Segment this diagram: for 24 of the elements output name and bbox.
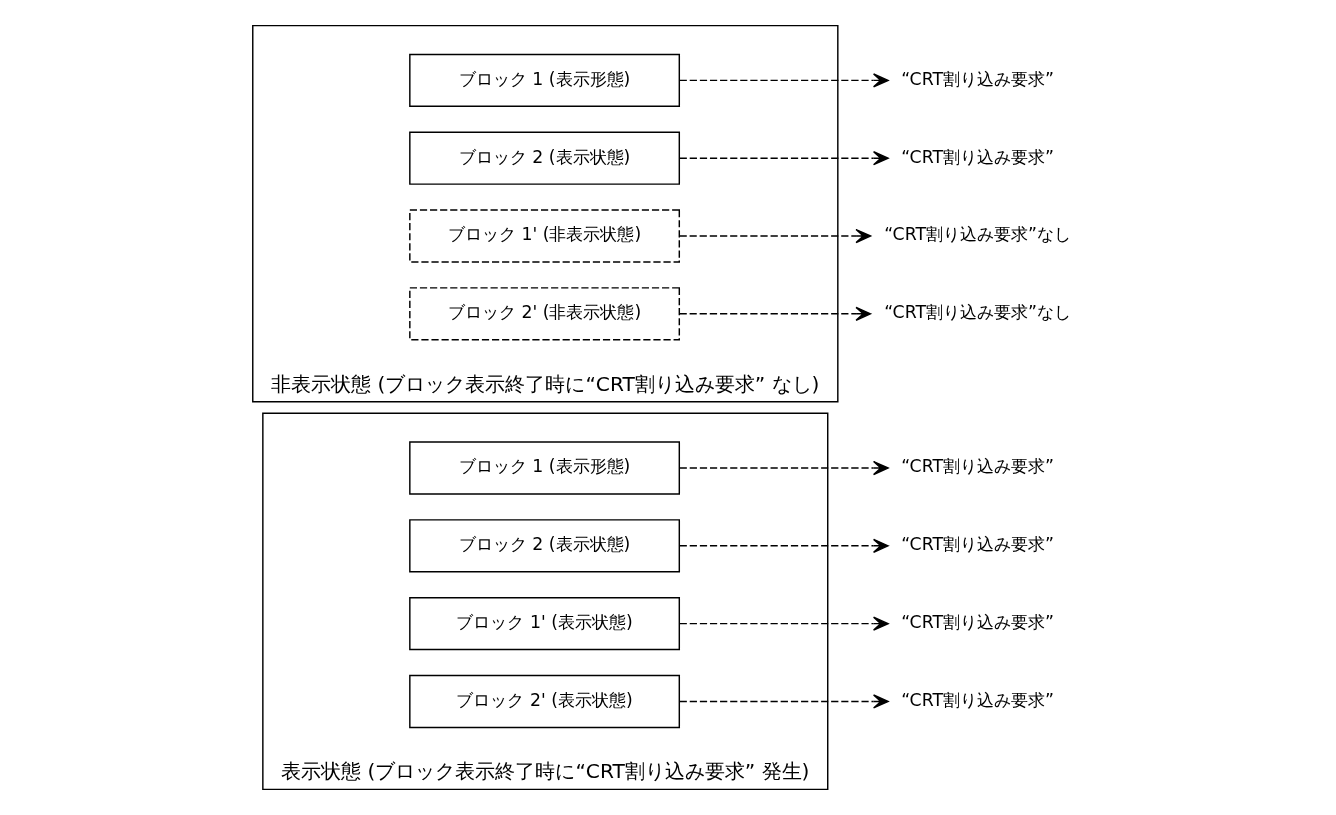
arrow xyxy=(678,228,871,244)
node-text: “CRT割り込み要求” xyxy=(900,68,1054,89)
node-box: ブロック 2' (非表示状態) xyxy=(408,287,680,341)
node-box: ブロック 1' (非表示状態) xyxy=(408,209,680,263)
arrow xyxy=(678,616,889,631)
node-box: ブロック 1' (表示状態) xyxy=(408,597,680,651)
node-text: “CRT割り込み要求”なし xyxy=(883,224,1071,245)
arrow xyxy=(678,306,871,322)
node-box: ブロック 2' (表示状態) xyxy=(408,674,680,729)
arrow xyxy=(678,73,889,88)
node-box: ブロック 2 (表示状態) xyxy=(408,519,680,573)
node-text: “CRT割り込み要求” xyxy=(900,689,1054,710)
node-text: “CRT割り込み要求” xyxy=(900,534,1054,555)
node-box: ブロック 2 (表示状態) xyxy=(408,131,680,185)
node-box: ブロック 1 (表示形態) xyxy=(408,441,680,495)
arrow xyxy=(678,151,889,166)
arrow xyxy=(678,460,889,476)
node-text: “CRT割り込み要求”なし xyxy=(883,302,1071,323)
arrow xyxy=(678,538,889,554)
node-text: “CRT割り込み要求” xyxy=(900,612,1054,633)
node-text: “CRT割り込み要求” xyxy=(900,146,1054,167)
arrow xyxy=(678,694,889,709)
node-box: ブロック 1 (表示形態) xyxy=(408,53,680,108)
node-text: “CRT割り込み要求” xyxy=(900,456,1054,477)
